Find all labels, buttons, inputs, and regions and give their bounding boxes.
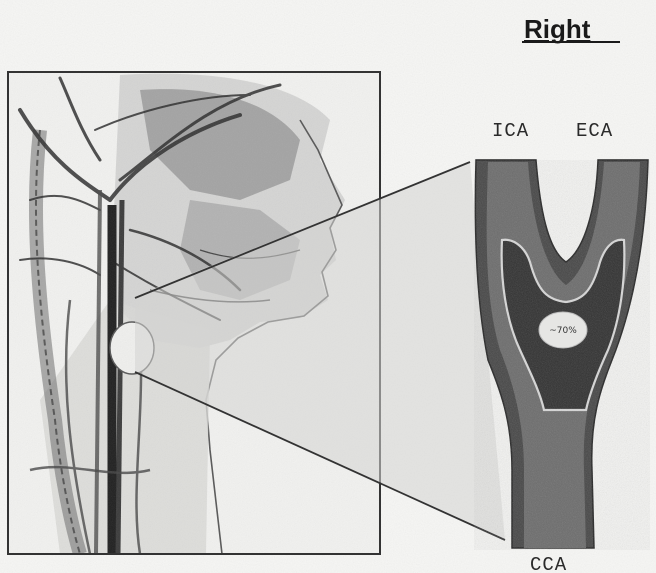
label-ica: ICA <box>492 120 529 142</box>
label-eca: ECA <box>576 120 613 142</box>
side-label: Right <box>524 14 591 44</box>
label-cca: CCA <box>530 554 567 573</box>
stenosis-percent: ~70% <box>549 326 577 336</box>
carotid-bifurcation-enlarged: ~70% <box>474 160 650 550</box>
